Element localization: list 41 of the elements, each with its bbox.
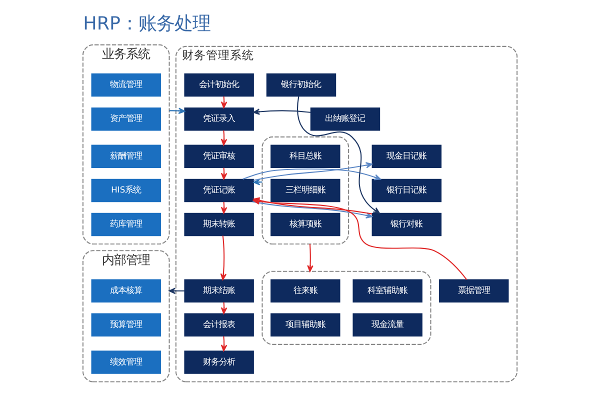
arrow [252, 201, 373, 219]
node-box: 银行对账 [372, 212, 442, 236]
node-box: 核算项账 [270, 212, 340, 236]
diagram-title: HRP：账务处理 [83, 14, 211, 35]
node-box: 项目辅助账 [270, 313, 340, 337]
node-box: 薪酬管理 [91, 144, 161, 168]
node-box: 成本核算 [91, 279, 161, 302]
cluster [262, 270, 432, 345]
arrow [220, 336, 228, 352]
node-box: 往来账 [270, 279, 340, 302]
node-box: 凭证记账 [184, 178, 254, 202]
node-box: 预算管理 [91, 313, 161, 337]
node-box: HIS系统 [91, 178, 161, 202]
arrow [169, 108, 186, 114]
arrow [168, 288, 185, 294]
arrow [253, 108, 311, 115]
node-box: 现金日记账 [372, 144, 442, 168]
node-box: 银行日记账 [372, 178, 442, 202]
node-box: 财务分析 [184, 350, 254, 374]
node-box: 票据管理 [439, 279, 509, 302]
node-box: 三栏明细账 [270, 178, 340, 202]
node-box: 会计报表 [184, 313, 254, 337]
node-box: 凭证录入 [184, 107, 254, 131]
node-box: 药库管理 [91, 212, 161, 236]
node-box: 出纳账登记 [310, 107, 380, 131]
node-box: 银行初始化 [266, 73, 336, 97]
arrow [220, 236, 227, 280]
node-box: 凭证审核 [184, 144, 254, 168]
node-box: 科目总账 [270, 144, 340, 168]
node-box: 物流管理 [91, 73, 161, 97]
arrow [307, 244, 314, 272]
node-box: 期末结账 [184, 279, 254, 302]
node-box: 绩效管理 [91, 350, 161, 374]
arrow [242, 168, 381, 180]
node-box: 资产管理 [91, 107, 161, 131]
node-box: 会计初始化 [184, 73, 254, 97]
node-box: 现金流量 [352, 313, 422, 337]
cluster [262, 136, 350, 245]
node-box: 科室辅助账 [352, 279, 422, 302]
node-box: 期末转账 [184, 212, 254, 236]
arrow [253, 162, 372, 181]
